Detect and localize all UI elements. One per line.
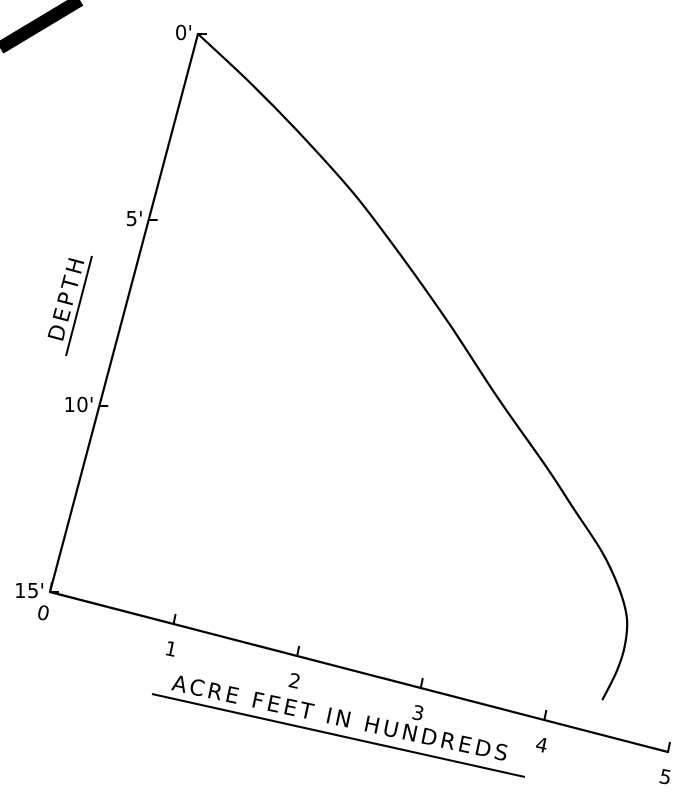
y-tick-label: 5' [125, 207, 143, 231]
x-tick-mark [667, 741, 671, 753]
x-axis-title-underline [151, 693, 526, 778]
corner-mark [0, 0, 84, 54]
y-tick-label: 0' [175, 21, 193, 45]
x-tick-label: 3 [410, 700, 427, 726]
x-tick-mark [172, 613, 177, 625]
x-ticks: 0 1 2 3 4 5 [35, 581, 674, 790]
series-line [196, 32, 629, 701]
x-tick-mark [543, 709, 548, 721]
x-tick-label: 1 [162, 636, 179, 662]
x-axis-line [48, 590, 670, 754]
x-tick-label: 5 [657, 764, 674, 790]
x-tick-mark [49, 581, 53, 593]
x-tick-mark [296, 645, 301, 657]
y-ticks: 0' 5' 10' 15' [14, 21, 207, 603]
x-axis-title: ACRE FEET IN HUNDREDS [169, 671, 513, 767]
y-axis-title-underline [65, 255, 93, 357]
y-axis-title: DEPTH [44, 252, 91, 345]
x-tick-mark [419, 677, 424, 689]
x-tick-label: 0 [35, 600, 52, 626]
x-tick-label: 2 [286, 668, 303, 694]
y-tick-label: 10' [63, 393, 94, 417]
y-axis-line [48, 32, 200, 594]
y-tick-label: 15' [14, 579, 45, 603]
x-tick-label: 4 [533, 732, 550, 758]
